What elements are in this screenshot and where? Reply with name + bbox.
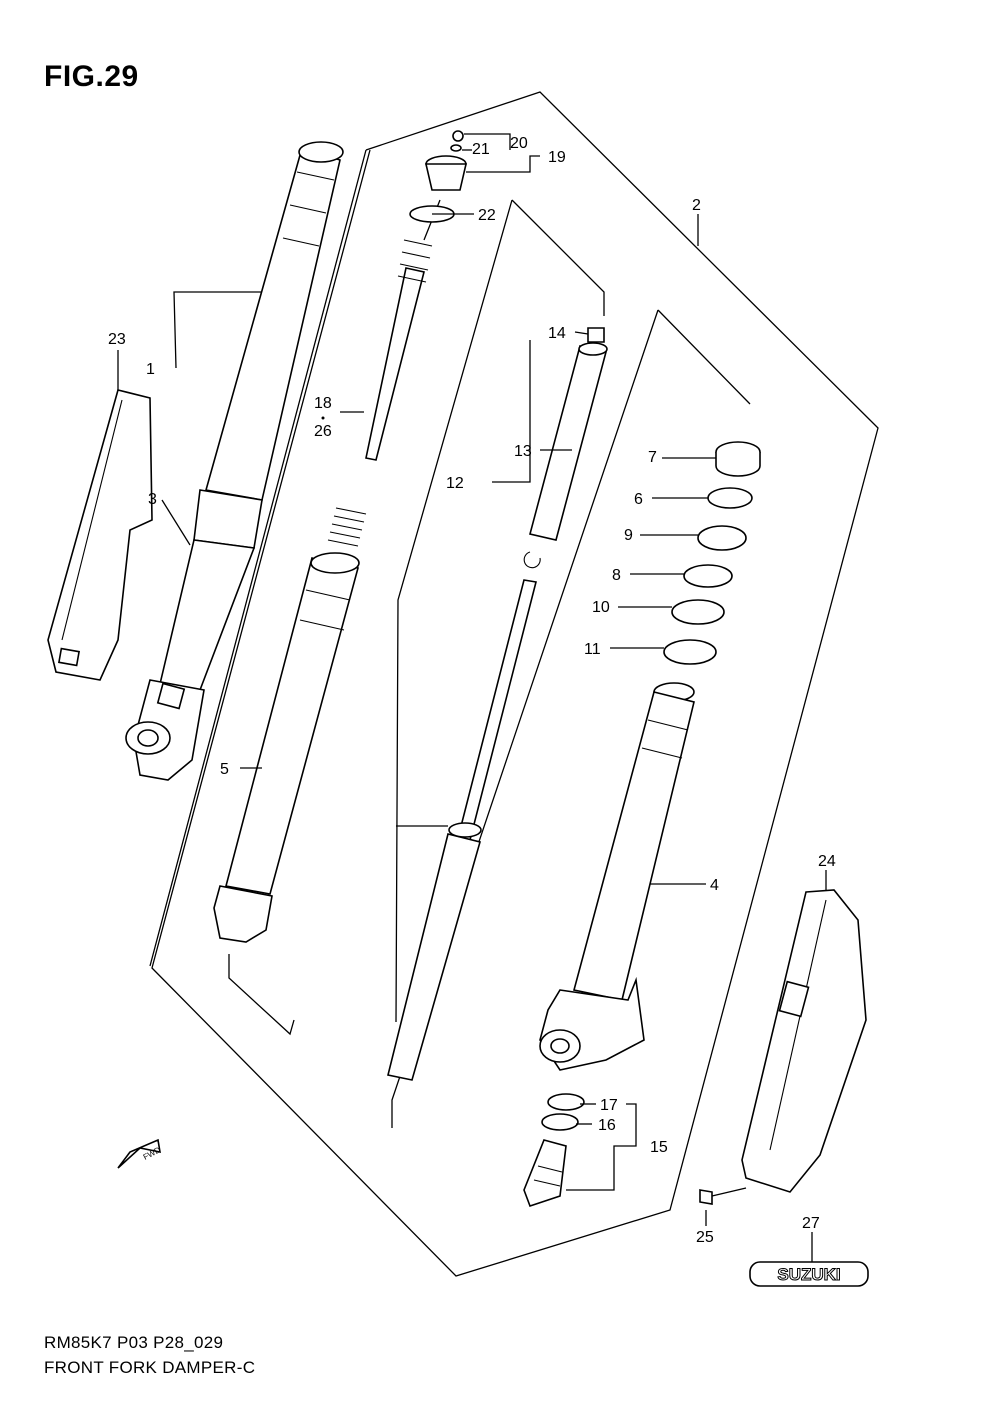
callout-21: 21 xyxy=(472,141,490,158)
top-cap-part-19 xyxy=(409,130,468,223)
callout-14: 14 xyxy=(548,325,566,342)
callout-8: 8 xyxy=(612,567,621,584)
callout-11: 11 xyxy=(584,641,601,658)
fork-inner-tube-part-5 xyxy=(213,552,360,943)
callout-18: 18 xyxy=(314,395,332,412)
spring-part-18 xyxy=(327,507,367,547)
callout-27: 27 xyxy=(802,1215,820,1232)
fork-outer-tube-part-1 xyxy=(125,141,344,781)
base-valve-part-15 xyxy=(523,1093,585,1208)
figure-name: FRONT FORK DAMPER-C xyxy=(44,1358,256,1377)
callout-15: 15 xyxy=(650,1139,668,1156)
callout-16: 16 xyxy=(598,1117,616,1134)
callout-7: 7 xyxy=(648,449,657,466)
callout-25: 25 xyxy=(696,1229,714,1246)
callout-10: 10 xyxy=(592,599,610,616)
cartridge-rod-part-12 xyxy=(387,551,541,1081)
callout-23: 23 xyxy=(108,331,126,348)
callout-12: 12 xyxy=(446,475,464,492)
callout-2: 2 xyxy=(692,197,701,214)
emblem-label: SUZUKI xyxy=(777,1265,840,1284)
leader-lines xyxy=(117,133,827,1262)
fork-guard-left-part-23 xyxy=(47,389,153,681)
callout-26: 26 xyxy=(314,423,332,440)
callout-13: 13 xyxy=(514,443,532,460)
callout-6: 6 xyxy=(634,491,643,508)
callout-19: 19 xyxy=(548,149,566,166)
model-code: RM85K7 P03 P28_029 xyxy=(44,1333,224,1352)
cartridge-cylinder-part-13 xyxy=(529,327,608,541)
callout-5: 5 xyxy=(220,761,229,778)
callout-numbers: 1 2 3 4 5 6 7 8 9 10 11 12 13 14 15 16 1… xyxy=(108,135,836,1246)
damper-rod-part-18 xyxy=(365,199,441,461)
suzuki-emblem-part-27: SUZUKI xyxy=(749,1261,869,1287)
fork-guard-right-part-24 xyxy=(741,889,867,1193)
fwd-arrow-icon: FWD xyxy=(117,1138,162,1169)
callout-20: 20 xyxy=(510,135,528,152)
assembly-outline xyxy=(149,91,879,1277)
callout-17: 17 xyxy=(600,1097,618,1114)
fork-lower-tube-part-4 xyxy=(539,682,695,1071)
callout-1: 1 xyxy=(146,361,155,378)
bolt-part-25 xyxy=(699,1187,747,1205)
figure-title: FIG.29 xyxy=(44,60,139,93)
callout-3: 3 xyxy=(148,491,157,508)
callout-9: 9 xyxy=(624,527,633,544)
callout-24: 24 xyxy=(818,853,836,870)
seal-stack-parts-6-11 xyxy=(663,441,761,665)
callout-4: 4 xyxy=(710,877,719,894)
callout-22: 22 xyxy=(478,207,496,224)
